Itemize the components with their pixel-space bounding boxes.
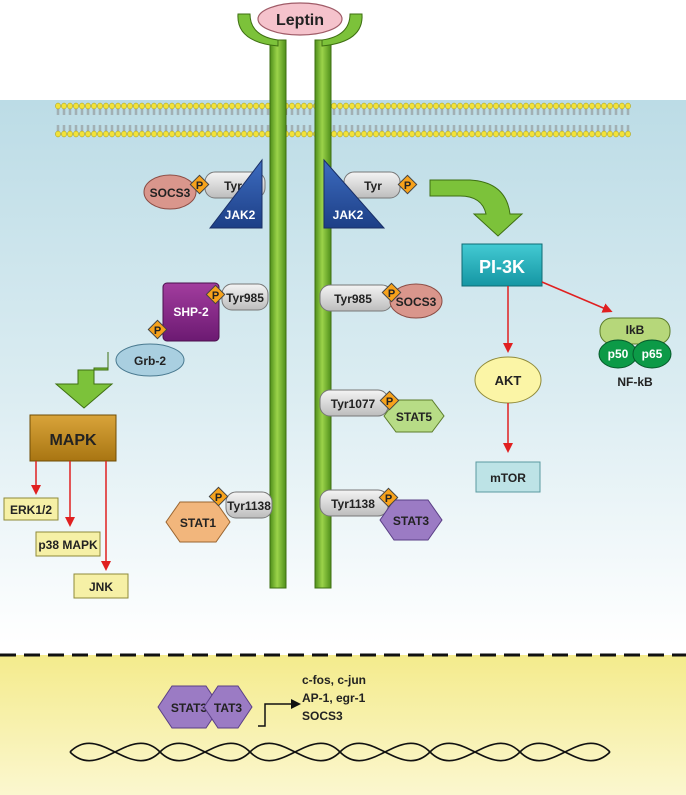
- jnk-label: JNK: [89, 580, 113, 594]
- nfkb-label: NF-kB: [617, 375, 653, 389]
- svg-text:P: P: [215, 492, 222, 504]
- socs3-right-label: SOCS3: [396, 295, 437, 309]
- arrow-pi3k-nfkb: [541, 281, 613, 313]
- pi3k-label: PI-3K: [479, 257, 525, 277]
- gene-line-2: AP-1, egr-1: [302, 691, 366, 705]
- phospho-badge: P: [205, 284, 226, 305]
- p38-box: [35, 531, 101, 557]
- jak2-right-label: JAK2: [333, 208, 364, 222]
- socs3-left: [143, 174, 197, 210]
- gene-line-3: SOCS3: [302, 709, 343, 723]
- shp2-node: [162, 282, 220, 342]
- mtor-label: mTOR: [490, 471, 526, 485]
- tyr1138-left-box: [225, 491, 273, 519]
- tyr-left-label: Tyr: [224, 179, 242, 193]
- phospho-badge: P: [397, 174, 418, 195]
- stat3-dimer-b: [203, 685, 253, 729]
- mapk-box: [29, 414, 117, 462]
- dna-helix: [69, 742, 611, 762]
- socs3-left-label: SOCS3: [150, 186, 191, 200]
- phospho-badge: P: [208, 486, 229, 507]
- stat3-label: STAT3: [393, 514, 430, 528]
- ikb-node: [599, 317, 671, 345]
- nucleus-region: [0, 655, 686, 795]
- p65-label: p65: [642, 347, 663, 361]
- p65-node: [632, 339, 672, 369]
- pi3k-box: [461, 243, 543, 287]
- tyr-right-label: Tyr: [364, 179, 382, 193]
- jak2-left-label: JAK2: [225, 208, 256, 222]
- arrow-to-mapk: [54, 352, 114, 409]
- stat3-dimer-a-label: STAT3: [171, 701, 208, 715]
- erk-box: [3, 497, 59, 521]
- svg-text:P: P: [385, 493, 392, 505]
- arrow-to-pi3k: [429, 179, 524, 237]
- svg-text:P: P: [212, 290, 219, 302]
- tyr1077-label: Tyr1077: [331, 397, 376, 411]
- tyr985-right-label: Tyr985: [334, 292, 372, 306]
- stat3-dimer-b-label: TAT3: [214, 701, 243, 715]
- socs3-right: [389, 283, 443, 319]
- tyr985-left-label: Tyr985: [226, 291, 264, 305]
- tyr1138-left-label: Tyr1138: [227, 499, 271, 513]
- transcription-arrow: [258, 699, 301, 727]
- grb2-label: Grb-2: [134, 354, 166, 368]
- svg-text:P: P: [404, 180, 411, 192]
- phospho-badge: P: [379, 390, 400, 411]
- leptin-ligand: [257, 2, 343, 36]
- jak2-left: [208, 158, 263, 229]
- jnk-box: [73, 573, 129, 599]
- svg-text:P: P: [196, 180, 203, 192]
- tyr1138-right-label: Tyr1138: [331, 497, 375, 511]
- akt-label: AKT: [495, 373, 522, 388]
- mtor-box: [475, 461, 541, 493]
- svg-text:P: P: [388, 288, 395, 300]
- svg-text:P: P: [154, 325, 161, 337]
- stat1-label: STAT1: [180, 516, 217, 530]
- grb2-node: [115, 343, 185, 377]
- svg-text:P: P: [386, 396, 393, 408]
- receptor-head-right: [321, 13, 363, 47]
- stat1-node: [165, 501, 231, 543]
- phospho-badge: P: [147, 319, 168, 340]
- phospho-badge: P: [378, 487, 399, 508]
- receptor-head-left: [237, 13, 279, 47]
- p50-label: p50: [608, 347, 629, 361]
- jak2-right: [323, 158, 386, 229]
- gene-line-1: c-fos, c-jun: [302, 673, 366, 687]
- erk-label: ERK1/2: [10, 503, 52, 517]
- phospho-badge: P: [189, 174, 210, 195]
- mapk-label: MAPK: [49, 432, 97, 449]
- p38-label: p38 MAPK: [38, 538, 98, 552]
- stat5-label: STAT5: [396, 410, 433, 424]
- leptin-label: Leptin: [276, 12, 324, 29]
- ikb-label: IkB: [626, 323, 645, 337]
- shp2-label: SHP-2: [173, 305, 209, 319]
- phospho-badge: P: [381, 282, 402, 303]
